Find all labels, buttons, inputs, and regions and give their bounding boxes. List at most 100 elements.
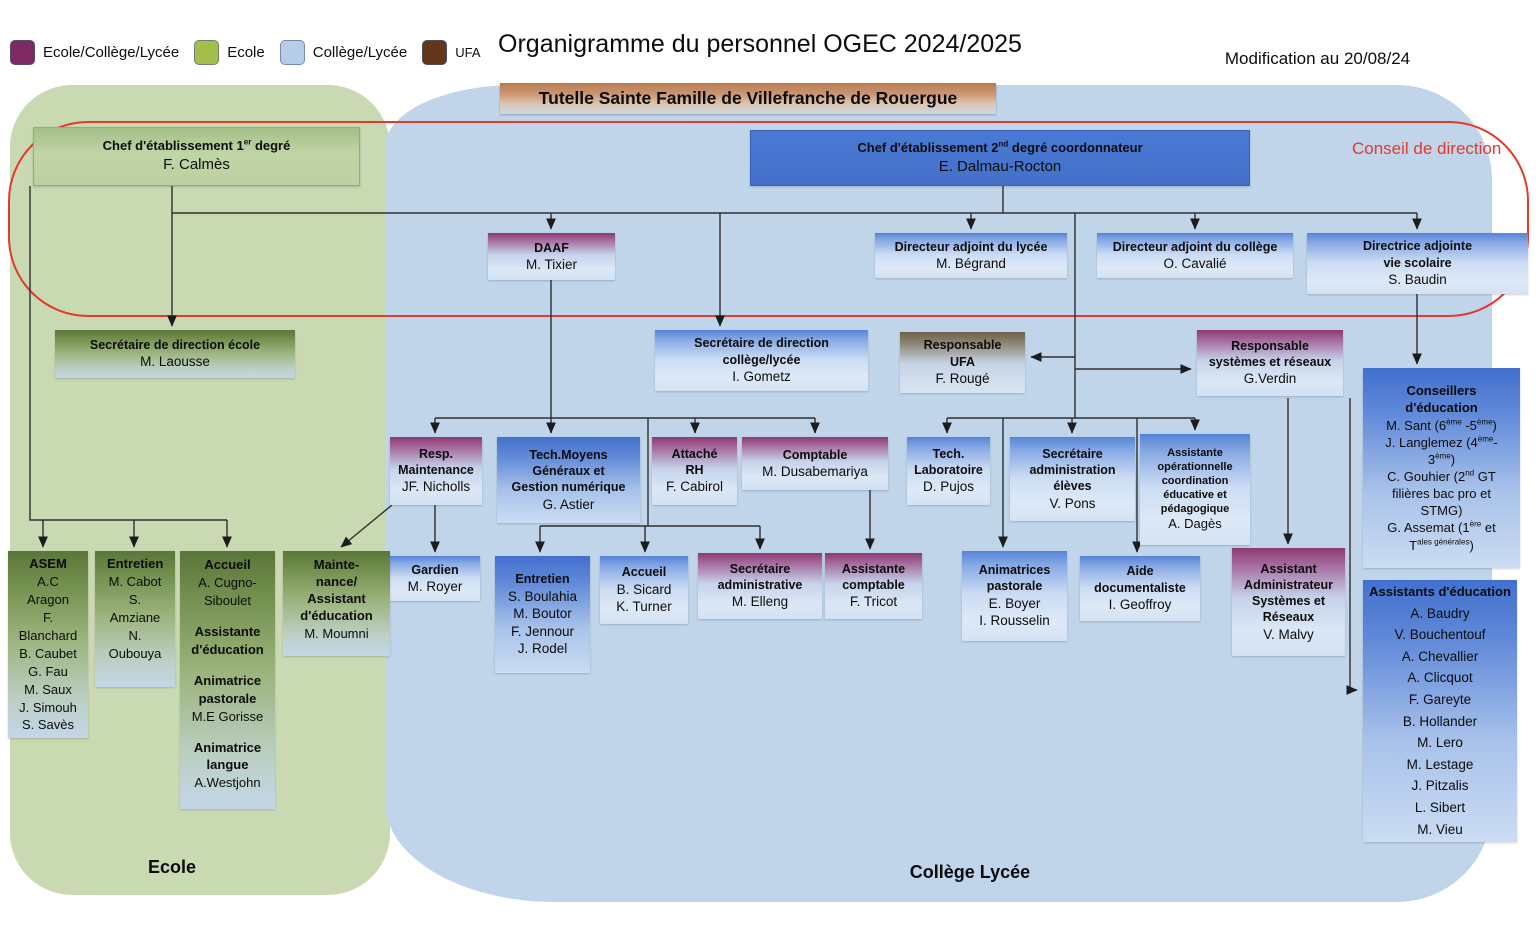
text-segment: degré coordonnateur (1008, 139, 1143, 155)
org-box-line: F. Gareyte (1408, 692, 1472, 708)
superscript-text: ème (1477, 434, 1494, 444)
text-segment: GT (1474, 469, 1496, 484)
org-box-line: Directrice adjointe (1362, 239, 1473, 254)
org-box-line: RH (685, 463, 704, 478)
org-box-line: I. Rousselin (979, 613, 1050, 629)
org-box-line: M. Lero (1417, 735, 1463, 751)
org-box-line: ASEM (29, 556, 67, 571)
text-segment: ) (1450, 451, 1456, 467)
org-box-line: Assistant (307, 591, 366, 607)
org-box-chef-2nd-degre: Chef d'établissement 2nd degré coordonna… (750, 130, 1250, 186)
org-box-line: Assistante (1167, 446, 1223, 459)
tutelle-banner: Tutelle Sainte Famille de Villefranche d… (500, 83, 996, 114)
org-box-line: B. Caubet (19, 645, 77, 661)
org-box-line: vie scolaire (1383, 255, 1452, 270)
org-box-line: Tech.Moyens (529, 447, 608, 462)
org-box-line: Laboratoire (914, 463, 983, 478)
org-box-line: Accueil (204, 557, 251, 572)
org-box-line: J. Rodel (517, 641, 568, 657)
org-box-line: Tech. (932, 446, 965, 461)
conseil-direction-outline (8, 121, 1529, 317)
org-box-line: F. Jennour (510, 623, 575, 639)
connector-11 (29, 186, 227, 521)
org-box-line: JF. Nicholls (401, 479, 471, 495)
zone-label-ecole: Ecole (147, 857, 197, 877)
org-box-line: A.Westjohn (194, 775, 261, 791)
org-box-line: d'éducation (300, 608, 373, 624)
org-box-line: Conseillers (1406, 383, 1477, 399)
org-box-line: V. Bouchentouf (1394, 627, 1486, 643)
org-box-line: M. Dusabemariya (762, 463, 868, 479)
org-box-line: S. Boulahia (507, 588, 578, 604)
org-box-line: S. Amziane (109, 591, 161, 625)
org-box-line: M. Vieu (1417, 821, 1463, 837)
org-box-line: collège/lycée (722, 352, 801, 367)
org-box-line: V. Pons (1049, 495, 1096, 511)
text-segment: J. Langlemez (4 (1385, 434, 1478, 450)
org-box-line: Animatrices (978, 563, 1051, 578)
org-box-line: Directeur adjoint du collège (1112, 239, 1278, 254)
org-box-line: G. Assemat (1ère et (1367, 519, 1516, 536)
org-box-line: Systèmes et (1252, 594, 1325, 609)
org-box-line: V. Malvy (1263, 626, 1314, 642)
org-box-line: Gestion numérique (511, 480, 626, 495)
text-segment: ) (1469, 537, 1474, 553)
org-box-line: Mainte- (313, 557, 360, 572)
org-box-line: G. Fau (28, 663, 68, 679)
text-segment: Chef d'établissement 2 (857, 139, 999, 155)
org-box-line: DAAF (534, 240, 569, 255)
superscript-text: ère (1469, 520, 1482, 530)
org-box-line: M. Saux (24, 681, 72, 697)
text-segment: degré (251, 138, 291, 154)
org-box-line: Secrétaire (729, 561, 791, 576)
org-box-line: M. Bégrand (936, 255, 1006, 271)
legend-label: Ecole (227, 44, 265, 61)
org-box-line: Responsable (923, 338, 1002, 353)
org-box-line: L. Sibert (1414, 799, 1466, 815)
org-box-line: Responsable (1231, 338, 1309, 353)
org-box-line: Administrateur (1244, 577, 1333, 592)
text-segment: ) (1492, 417, 1497, 433)
org-box-line: Animatrice langue (193, 739, 262, 773)
org-box-line: filières bac pro et (1392, 486, 1491, 502)
text-segment: T (1409, 537, 1418, 553)
org-box-line: Attaché (671, 446, 718, 461)
org-box-line: B. Hollander (1402, 713, 1478, 729)
org-box-line: Gardien (411, 562, 459, 577)
org-box-line: O. Cavalié (1163, 255, 1227, 271)
org-box-line: comptable (842, 578, 905, 593)
text-segment: M. Sant (6 (1386, 417, 1447, 433)
zone-label-college-lycee: Collège Lycée (909, 862, 1031, 882)
org-box-line: administrative (717, 578, 803, 593)
org-box-line: C. Gouhier (2nd GT (1367, 468, 1516, 485)
org-box-line: Assistants d'éducation (1369, 583, 1511, 599)
org-box-line: M.E Gorisse (191, 708, 264, 724)
org-box-line: F. Tricot (849, 594, 898, 610)
org-box-line: 3ème) (1367, 451, 1516, 468)
org-box-line: Assistante (841, 561, 906, 576)
org-box-line: Directeur adjoint du lycée (894, 239, 1048, 254)
